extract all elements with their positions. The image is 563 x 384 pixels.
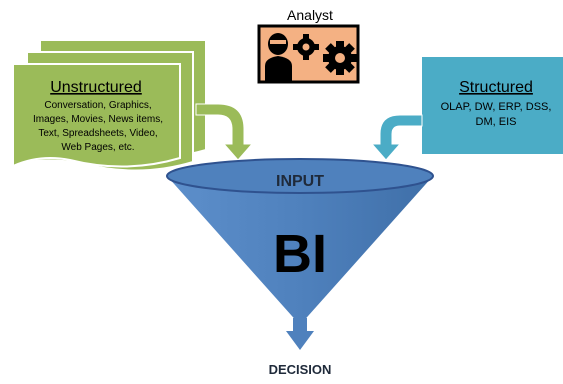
input-label: INPUT	[276, 173, 324, 190]
analyst-label: Analyst	[287, 7, 333, 23]
unstructured-line: Images, Movies, News items,	[33, 114, 163, 125]
unstructured-title: Unstructured	[50, 79, 142, 96]
unstructured-line: Web Pages, etc.	[61, 142, 134, 153]
structured-arrow	[370, 114, 423, 161]
analyst-gears-icon	[257, 24, 360, 84]
structured-title: Structured	[459, 79, 533, 96]
structured-line: DM, EIS	[476, 116, 517, 128]
bi-label: BI	[273, 224, 327, 284]
unstructured-line: Conversation, Graphics,	[44, 100, 151, 111]
decision-arrow	[286, 318, 314, 350]
decision-label: DECISION	[269, 362, 332, 377]
unstructured-arrow	[195, 103, 254, 161]
analyst-group: Analyst	[257, 7, 360, 84]
structured-line: OLAP, DW, ERP, DSS,	[441, 101, 552, 113]
unstructured-documents	[12, 39, 207, 172]
structured-box	[422, 57, 563, 154]
funnel-top	[166, 158, 434, 194]
unstructured-line: Text, Spreadsheets, Video,	[38, 128, 157, 139]
bi-funnel-cone	[167, 176, 433, 325]
